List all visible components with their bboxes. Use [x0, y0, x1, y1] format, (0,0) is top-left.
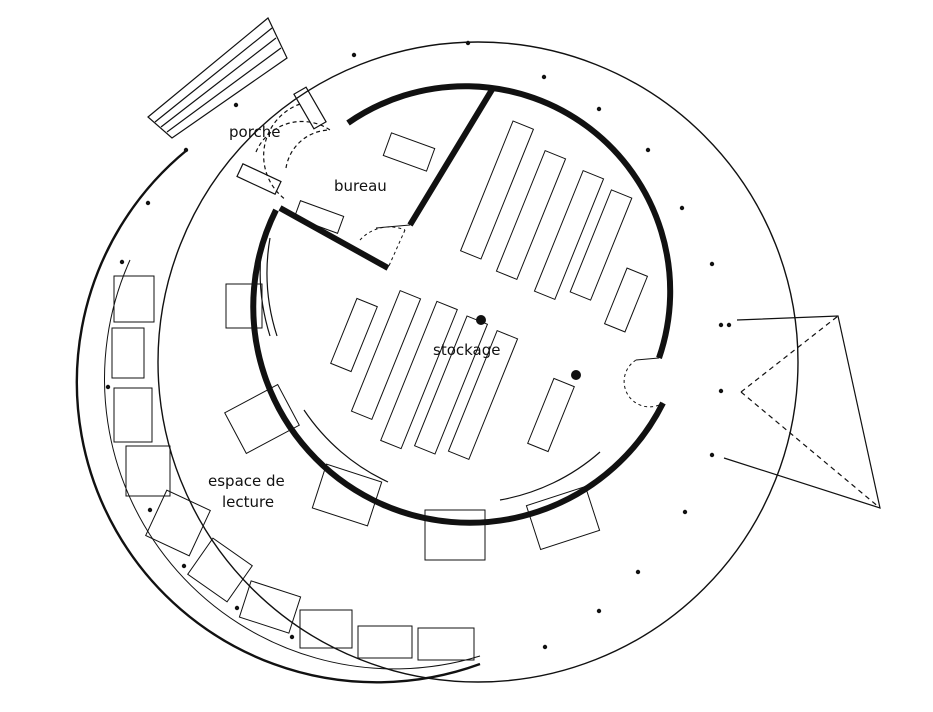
label-stockage: stockage	[433, 341, 501, 359]
bureau-walls	[278, 86, 496, 271]
label-bureau: bureau	[334, 177, 387, 195]
reading-facade-inner	[104, 259, 481, 670]
triangular-annex	[723, 315, 881, 509]
inner-ring-wall	[250, 83, 674, 526]
label-reading-line2: lecture	[222, 493, 274, 511]
reading-tables	[224, 283, 601, 561]
label-porche: porche	[229, 123, 281, 141]
porch-doors	[236, 86, 331, 201]
entrance-ramp	[147, 17, 288, 139]
columns	[476, 315, 581, 380]
perimeter-dots	[105, 40, 732, 650]
reading-facade	[75, 149, 481, 684]
outer-envelope	[157, 41, 799, 683]
storage-shelving	[459, 120, 649, 333]
bureau-desk	[293, 132, 436, 234]
storage-shelving-lower	[330, 289, 575, 461]
perimeter-carrels	[111, 275, 475, 661]
label-reading-line1: espace de	[208, 472, 285, 490]
storage-door	[623, 357, 664, 408]
